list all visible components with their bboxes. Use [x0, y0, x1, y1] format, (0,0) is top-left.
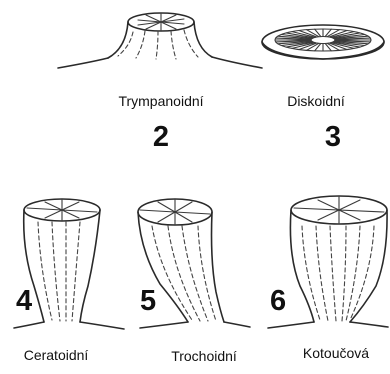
number-2: 2 — [153, 121, 169, 153]
number-6: 6 — [270, 285, 286, 317]
diskoidni-drawing — [262, 25, 384, 59]
number-3: 3 — [325, 121, 341, 153]
label-kotoucova: Kotoučová — [303, 345, 369, 361]
label-trochoidni: Trochoidní — [171, 348, 237, 364]
label-trympanoidni: Trympanoidní — [118, 93, 203, 109]
label-ceratoidni: Ceratoidní — [24, 347, 89, 363]
number-5: 5 — [140, 285, 156, 317]
figure-diskoidni: Diskoidní 3 — [262, 25, 384, 153]
figure-ceratoidni: 4 Ceratoidní — [14, 199, 124, 363]
figure-trochoidni: 5 Trochoidní — [138, 199, 250, 364]
number-4: 4 — [16, 285, 32, 317]
trympanoidni-drawing — [58, 13, 262, 68]
figure-trympanoidni: Trympanoidní 2 — [58, 13, 262, 153]
label-diskoidni: Diskoidní — [287, 93, 345, 109]
figure-kotoucova: 6 Kotoučová — [268, 196, 388, 361]
